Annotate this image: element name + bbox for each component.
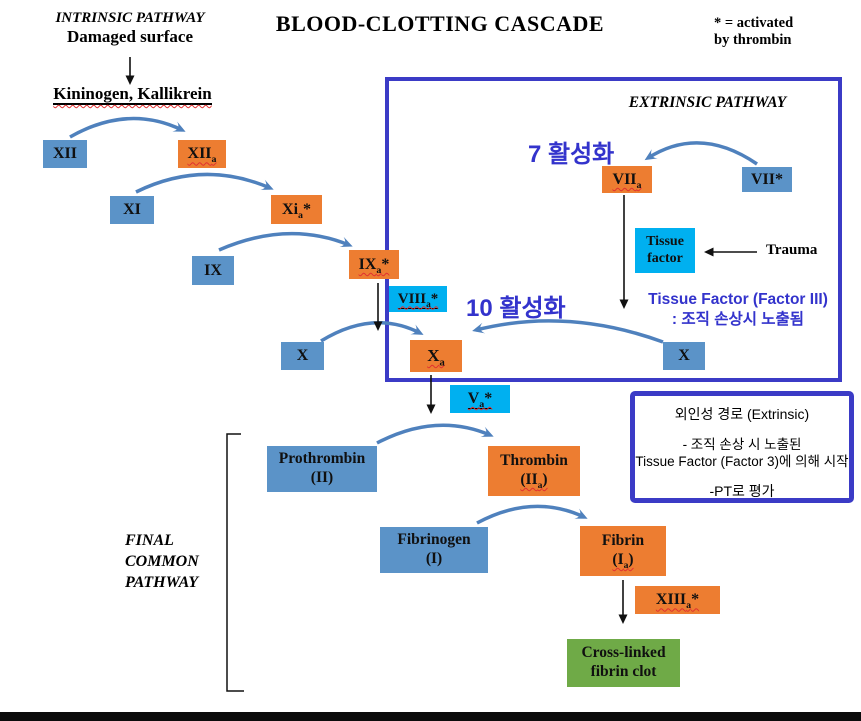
factor-vii-star-box: VII* — [742, 167, 792, 192]
factor-ix-box: IX — [192, 256, 234, 285]
note-line2: - 조직 손상 시 노출된 — [682, 437, 802, 452]
note-line3: Tissue Factor (Factor 3)에 의해 시작 — [635, 454, 849, 469]
trauma-label: Trauma — [766, 242, 818, 258]
factor-ix-label: IX — [204, 261, 222, 279]
factor-xiia-box: XIIa — [178, 140, 226, 168]
arrow-fibrinogen-to-fibrin — [476, 504, 588, 525]
activation-7-label: 7 활성화 — [528, 141, 615, 168]
factor-viia-box: VIIa — [602, 166, 652, 193]
factor-xii-box: XII — [43, 140, 87, 168]
arrow-xi-to-xia — [135, 172, 274, 194]
factor-viiia-label: VIIIa* — [397, 290, 439, 310]
bottom-border-bar — [0, 712, 861, 721]
factor-va-label: Va* — [467, 389, 493, 411]
factor-xii-label: XII — [52, 145, 77, 163]
factor-xi-box: XI — [110, 196, 154, 224]
prothrombin-box: Prothrombin(II) — [267, 446, 377, 492]
factor-ixa-box: IXa* — [349, 250, 399, 279]
fibrinogen-label: Fibrinogen(I) — [397, 531, 471, 567]
intrinsic-pathway-heading: INTRINSIC PATHWAY — [55, 10, 205, 26]
factor-xia-box: Xia* — [271, 195, 322, 224]
kininogen-kallikrein-label: Kininogen, Kallikrein — [53, 84, 212, 105]
page-title: BLOOD-CLOTTING CASCADE — [275, 11, 605, 36]
factor-viia-label: VIIa — [612, 170, 642, 192]
tissue-factor-caption-line1: Tissue Factor (Factor III) — [648, 291, 828, 308]
thrombin-box: Thrombin(IIa) — [488, 446, 580, 496]
factor-x-left-label: X — [296, 347, 309, 365]
thrombin-label: Thrombin(IIa) — [500, 452, 568, 492]
tissue-factor-caption-line2: : 조직 손상시 노출됨 — [671, 311, 805, 328]
arrow-ix-to-ixa — [218, 231, 353, 252]
arrow-xii-to-xiia — [69, 116, 186, 139]
final-common-pathway-bracket — [226, 433, 244, 692]
prothrombin-label: Prothrombin(II) — [278, 450, 366, 486]
extrinsic-pathway-frame — [385, 77, 842, 382]
fibrin-box: Fibrin(Ia) — [580, 526, 666, 576]
factor-xiiia-box: XIIIa* — [635, 586, 720, 614]
extrinsic-pathway-heading: EXTRINSIC PATHWAY — [628, 94, 787, 111]
factor-xa-box: Xa — [410, 340, 462, 372]
arrow-prothrombin-to-thrombin — [376, 423, 494, 445]
fibrin-label: Fibrin(Ia) — [601, 532, 645, 572]
factor-xiiia-label: XIIIa* — [655, 591, 700, 612]
note-line1: 외인성 경로 (Extrinsic) — [674, 406, 810, 422]
factor-va-box: Va* — [450, 385, 510, 413]
factor-ixa-label: IXa* — [358, 255, 390, 277]
factor-xa-label: Xa — [427, 345, 445, 369]
final-common-line3: PATHWAY — [125, 574, 199, 591]
factor-x-right-box: X — [663, 342, 705, 370]
factor-x-left-box: X — [281, 342, 324, 370]
fibrinogen-box: Fibrinogen(I) — [380, 527, 488, 573]
legend-line1: * = activated — [714, 15, 794, 31]
activation-10-label: 10 활성화 — [466, 295, 566, 322]
final-common-line2: COMMON — [125, 553, 199, 570]
factor-x-right-label: X — [678, 347, 690, 365]
factor-xia-label: Xia* — [282, 200, 311, 222]
note-line4: -PT로 평가 — [709, 483, 775, 499]
factor-xiia-label: XIIa — [187, 145, 217, 166]
extrinsic-note-box: 외인성 경로 (Extrinsic) - 조직 손상 시 노출된 Tissue … — [630, 391, 854, 503]
factor-vii-star-label: VII* — [750, 170, 783, 188]
legend-line2: by thrombin — [714, 32, 792, 48]
factor-xi-label: XI — [123, 201, 141, 219]
final-common-line1: FINAL — [125, 532, 174, 549]
factor-viiia-box: VIIIa* — [389, 286, 447, 312]
damaged-surface-label: Damaged surface — [66, 27, 194, 46]
